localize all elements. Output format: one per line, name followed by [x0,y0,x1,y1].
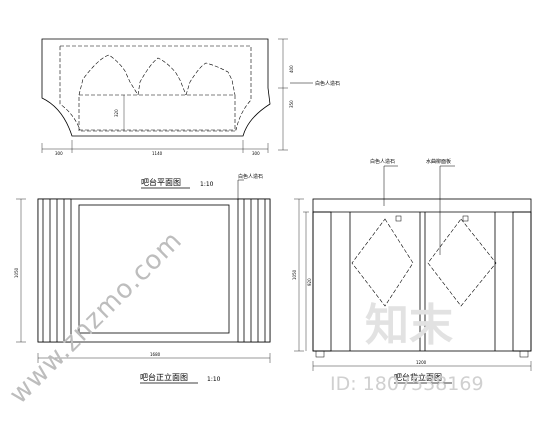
plan-material-note: 白色人造石 [315,80,340,87]
plan-inner-rect [78,94,236,132]
front-left-column [37,198,72,343]
plan-dim-bottom-right: 300 [252,151,260,156]
side-dim-left-outer: 1050 [292,269,297,280]
side-elevation: 1050 920 1200 白色人造石 水曲柳面板 吧台背立面图 [292,158,532,384]
plan-dashed-outline [59,45,252,131]
front-title: 吧台正立面图 [140,372,188,382]
side-dim-left-inner: 920 [307,278,312,286]
watermark-diagonal-text: www.znzmo.com [4,225,189,410]
side-diamond-right [427,218,497,307]
side-note-left: 白色人造石 [370,158,395,165]
bar-counter-plan: 320 300 1140 300 400 350 白色人造石 吧台平面图 1:1… [41,38,340,189]
plan-dim-bottom-mid: 1140 [152,151,163,156]
plan-arch-right [185,62,236,96]
side-title: 吧台背立面图 [394,372,442,382]
plan-dim-right-bottom: 350 [289,100,294,108]
front-material-note: 白色人造石 [238,173,263,180]
plan-dim-bottom-left: 300 [55,151,63,156]
front-elevation: 1050 1680 白色人造石 吧台正立面图 1:10 [14,173,271,384]
side-dim-bottom: 1200 [416,360,427,365]
side-right-post [512,211,532,352]
watermark-logo-text: 知末 [365,300,453,351]
plan-inner-dim: 320 [114,109,119,117]
side-left-post [312,211,332,352]
front-scale: 1:10 [207,376,221,383]
side-note-right: 水曲柳面板 [426,158,451,165]
plan-outline [41,38,271,137]
front-dim-bottom: 1680 [150,352,161,357]
watermark-id-label: ID: 1807538169 [330,373,484,395]
plan-arch-left [78,54,139,96]
side-diamond-left [351,218,414,307]
front-dim-left: 1050 [14,267,19,278]
front-panel [78,204,230,334]
plan-arch-mid [137,57,187,96]
plan-dim-right-top: 400 [289,65,294,73]
plan-scale: 1:10 [200,181,214,188]
plan-title: 吧台平面图 [141,177,181,187]
